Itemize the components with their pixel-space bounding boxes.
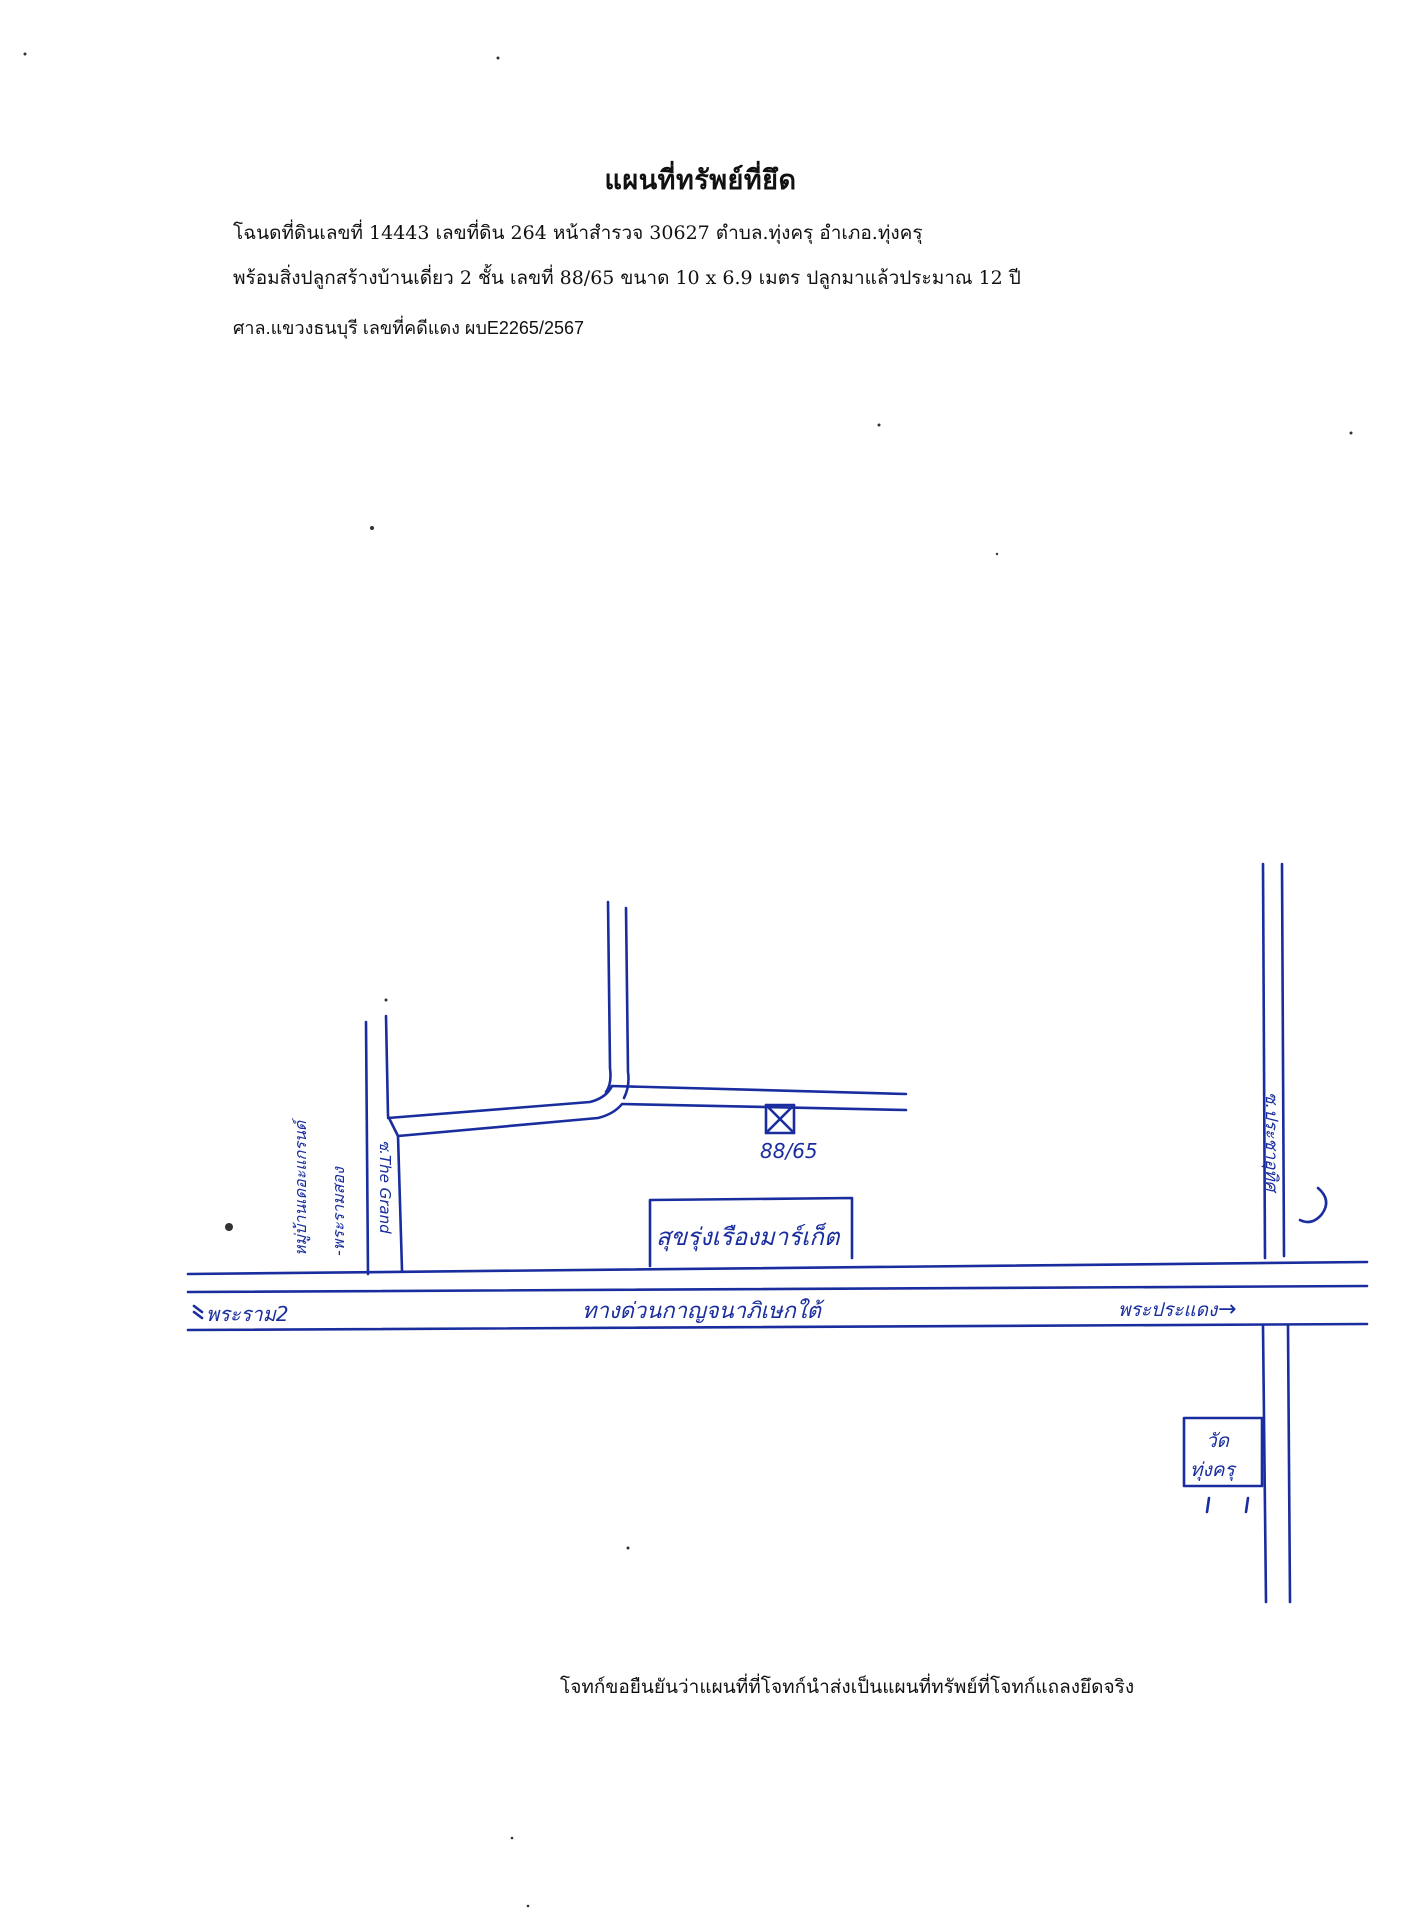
house-number-label: 88/65: [760, 1139, 818, 1163]
right-soi-right-edge: [1280, 862, 1286, 1258]
temple-box-ticks: [1205, 1496, 1250, 1514]
west-direction-label: พระราม2: [206, 1302, 289, 1326]
main-road-label: ทางด่วนกาญจนาภิเษกใต้: [582, 1298, 825, 1324]
left-soi-label: ซ.The Grand: [376, 1140, 394, 1234]
market-box: [648, 1196, 854, 1268]
market-label: สุขรุ่งเรืองมาร์เก็ต: [656, 1222, 841, 1252]
main-road-mid-line: [186, 1284, 1369, 1294]
temple-box: [1182, 1416, 1264, 1488]
page-title: แผนที่ทรัพย์ที่ยึด: [604, 165, 797, 196]
left-soi-right-edge: [384, 1014, 404, 1272]
house-marker: [764, 1103, 796, 1135]
east-direction-label: พระประแดง: [1118, 1299, 1219, 1321]
lane-upper-edge: [386, 1084, 908, 1120]
east-arrow-icon: →: [1218, 1297, 1236, 1322]
north-branch-left-edge: [604, 900, 612, 1094]
lane-lower-edge: [396, 1102, 908, 1138]
scan-specks: [23, 52, 1353, 1908]
west-arrow: [192, 1304, 204, 1320]
temple-label-1: วัด: [1206, 1430, 1231, 1452]
main-road-lower-edge: [186, 1322, 1369, 1332]
left-village-label-2: -พระรามสอง: [329, 1166, 348, 1256]
temple-label-2: ทุ่งครุ: [1190, 1459, 1238, 1481]
north-branch-right-edge: [622, 906, 630, 1100]
map-labels: 88/65 สุขรุ่งเรืองมาร์เก็ต ทางด่วนกาญจนา…: [206, 1092, 1281, 1481]
left-soi-left-edge: [364, 1020, 370, 1276]
right-soi-left-edge: [1261, 862, 1267, 1260]
footer-statement: โจทก์ขอยืนยันว่าแผนที่ที่โจทก์นำส่งเป็นแ…: [560, 1676, 1135, 1698]
map-roads: [186, 862, 1369, 1604]
lower-road-left-edge: [1261, 1324, 1268, 1604]
ink-squiggle: [1298, 1186, 1328, 1224]
building-info-line: พร้อมสิ่งปลูกสร้างบ้านเดี่ยว 2 ชั้น เลขท…: [233, 267, 1021, 289]
deed-info-line: โฉนดที่ดินเลขที่ 14443 เลขที่ดิน 264 หน้…: [233, 222, 923, 244]
house-marker-cross: [764, 1103, 796, 1135]
lower-road-right-edge: [1286, 1324, 1292, 1604]
left-village-label-1: หมู่บ้านเดอะแกรนด์: [291, 1118, 311, 1256]
right-soi-label: ซ.ประชาอุทิศ: [1261, 1092, 1281, 1194]
main-road-upper-edge: [186, 1260, 1369, 1276]
court-case-line: ศาล.แขวงธนบุรี เลขที่คดีแดง ผบE2265/2567: [233, 318, 584, 338]
